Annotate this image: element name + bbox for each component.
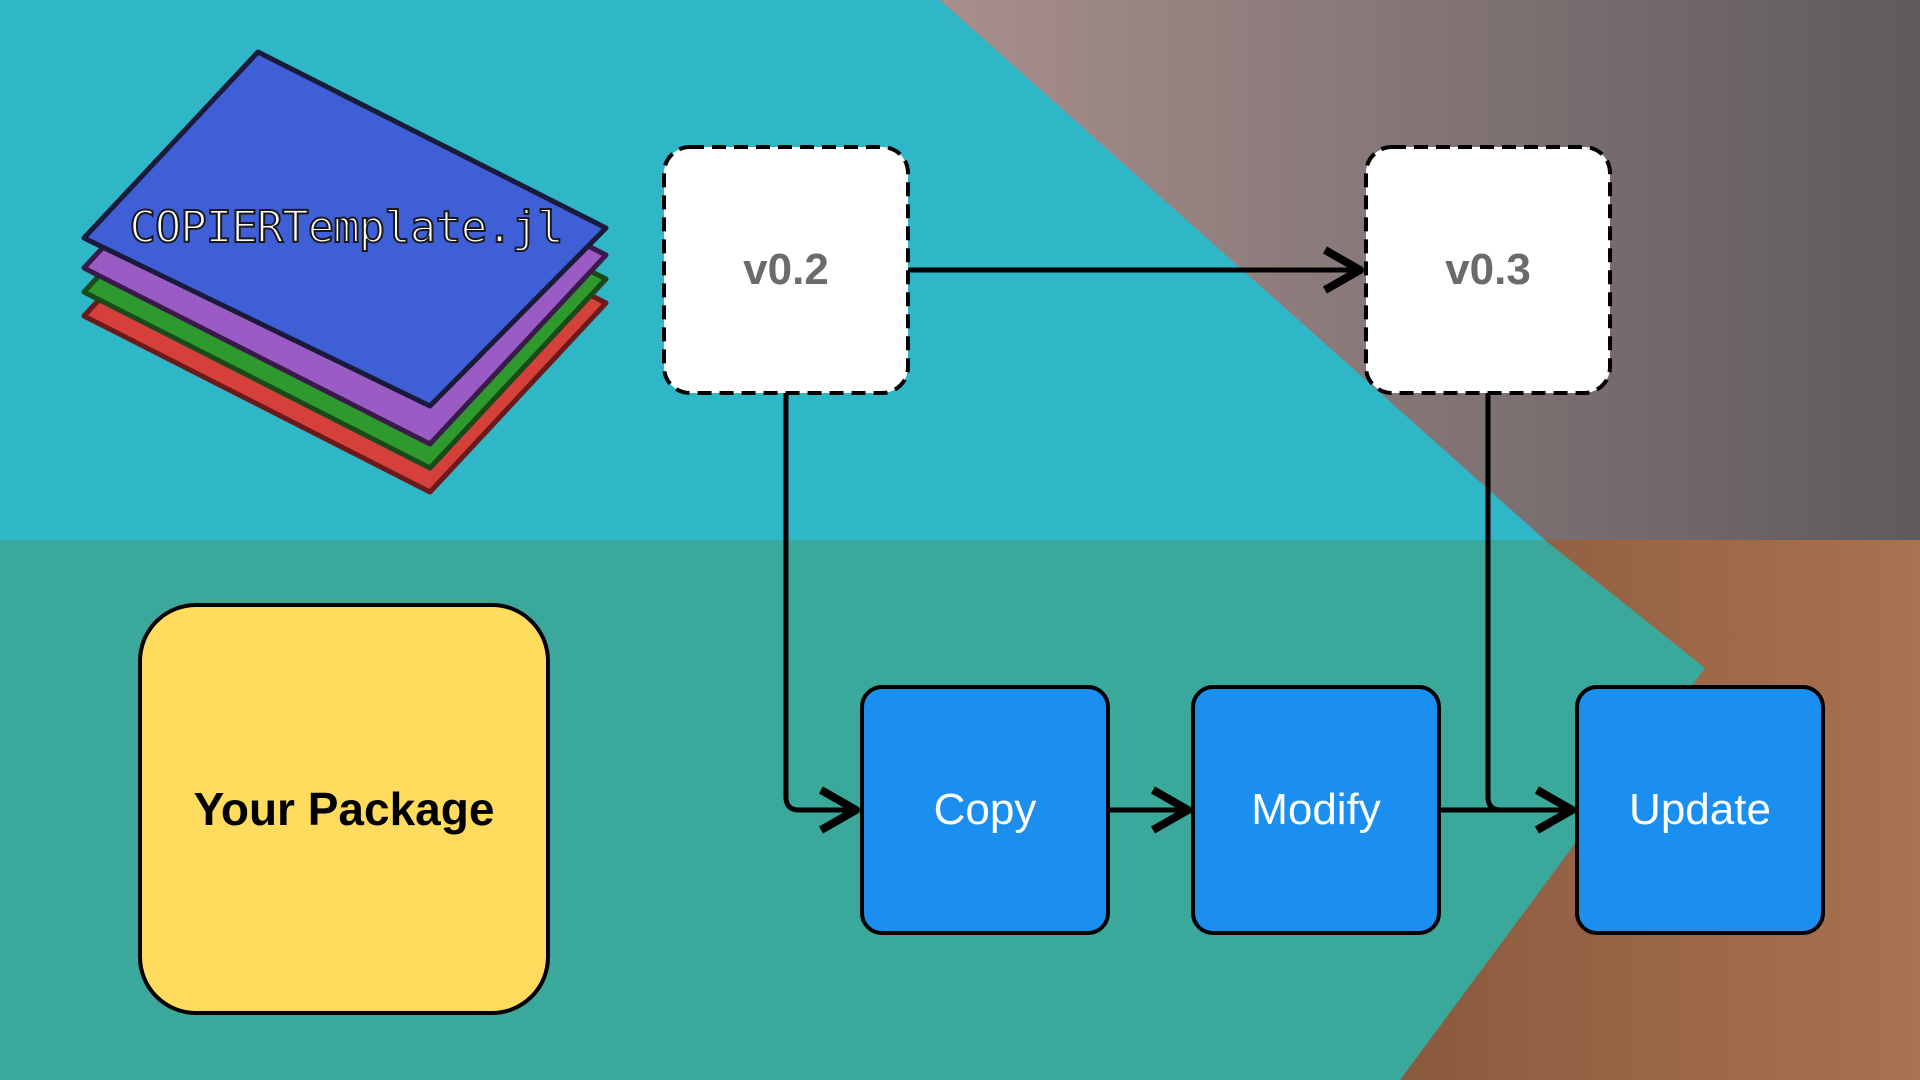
version-box-v02: [662, 145, 910, 395]
logo-layer-blue: [81, 49, 609, 409]
connectors: [783, 246, 1576, 834]
step-box-modify: [1191, 685, 1441, 935]
logo-stack: [81, 49, 609, 495]
package-box: [138, 603, 550, 1015]
arrow-v02-to-copy: [783, 390, 860, 834]
step-box-update: [1575, 685, 1825, 935]
step-box-copy: [860, 685, 1110, 935]
version-box-v03: [1364, 145, 1612, 395]
arrow-v03-to-update: [1485, 390, 1576, 834]
